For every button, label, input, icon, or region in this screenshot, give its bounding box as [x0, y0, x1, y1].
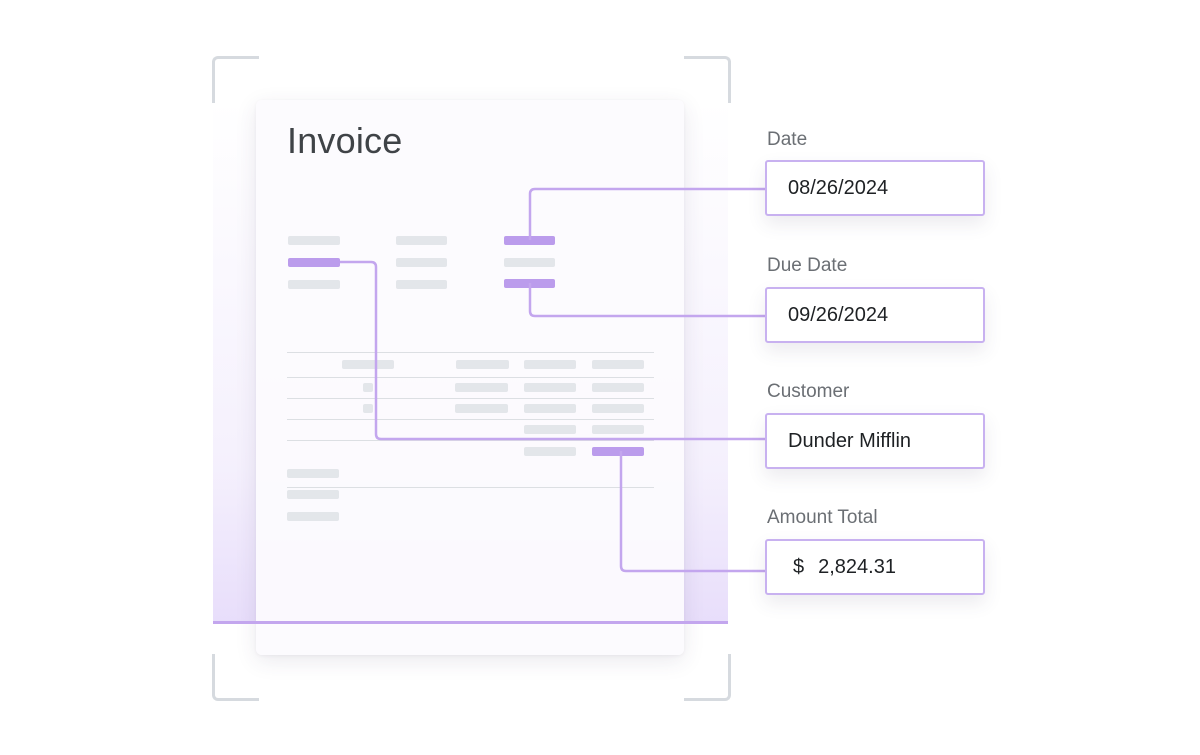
- table-rule: [287, 377, 654, 378]
- customer-source-bar: [288, 258, 340, 267]
- table-cell-bar: [592, 404, 644, 413]
- customer-value: Dunder Mifflin: [788, 429, 912, 452]
- table-cell-bar: [592, 425, 644, 434]
- invoice-title: Invoice: [287, 120, 403, 161]
- scan-line: [213, 621, 728, 624]
- table-header-bar: [592, 360, 644, 369]
- scan-frame-corner-top-right: [684, 56, 731, 103]
- table-rule: [287, 487, 654, 488]
- date-source-bar: [504, 236, 555, 245]
- scan-frame-corner-top-left: [212, 56, 259, 103]
- placeholder-bar: [288, 280, 340, 289]
- scan-frame-corner-bottom-right: [684, 654, 731, 701]
- placeholder-bar: [396, 258, 447, 267]
- due-date-source-bar: [504, 279, 555, 288]
- scan-frame-corner-bottom-left: [212, 654, 259, 701]
- table-rule: [287, 440, 654, 441]
- placeholder-bar: [396, 280, 447, 289]
- currency-symbol: $: [793, 555, 805, 578]
- table-cell-bar: [524, 383, 576, 392]
- placeholder-bar: [287, 512, 339, 521]
- placeholder-bar: [287, 490, 339, 499]
- amount-total-value: 2,824.31: [818, 555, 896, 578]
- table-header-bar: [456, 360, 509, 369]
- table-cell-bar: [592, 383, 644, 392]
- table-rule: [287, 398, 654, 399]
- table-rule: [287, 419, 654, 420]
- table-cell-bar: [524, 447, 576, 456]
- table-cell-bar: [524, 425, 576, 434]
- customer-field: Dunder Mifflin: [765, 413, 985, 469]
- date-value: 08/26/2024: [788, 176, 889, 199]
- customer-label: Customer: [767, 381, 850, 402]
- table-cell-bar: [455, 404, 508, 413]
- due-date-value: 09/26/2024: [788, 303, 889, 326]
- table-header-bar: [524, 360, 576, 369]
- due-date-field: 09/26/2024: [765, 287, 985, 343]
- due-date-label: Due Date: [767, 255, 848, 276]
- date-label: Date: [767, 129, 808, 150]
- table-cell-bar: [455, 383, 508, 392]
- table-rule: [287, 352, 654, 353]
- placeholder-bar: [396, 236, 447, 245]
- table-cell-bar: [363, 383, 373, 392]
- amount-total-label: Amount Total: [767, 507, 878, 528]
- table-cell-bar: [524, 404, 576, 413]
- table-cell-bar: [363, 404, 373, 413]
- amount-total-source-bar: [592, 447, 644, 456]
- placeholder-bar: [287, 469, 339, 478]
- placeholder-bar: [504, 258, 555, 267]
- date-field: 08/26/2024: [765, 160, 985, 216]
- amount-total-field: $ 2,824.31: [765, 539, 985, 595]
- table-header-bar: [342, 360, 394, 369]
- placeholder-bar: [288, 236, 340, 245]
